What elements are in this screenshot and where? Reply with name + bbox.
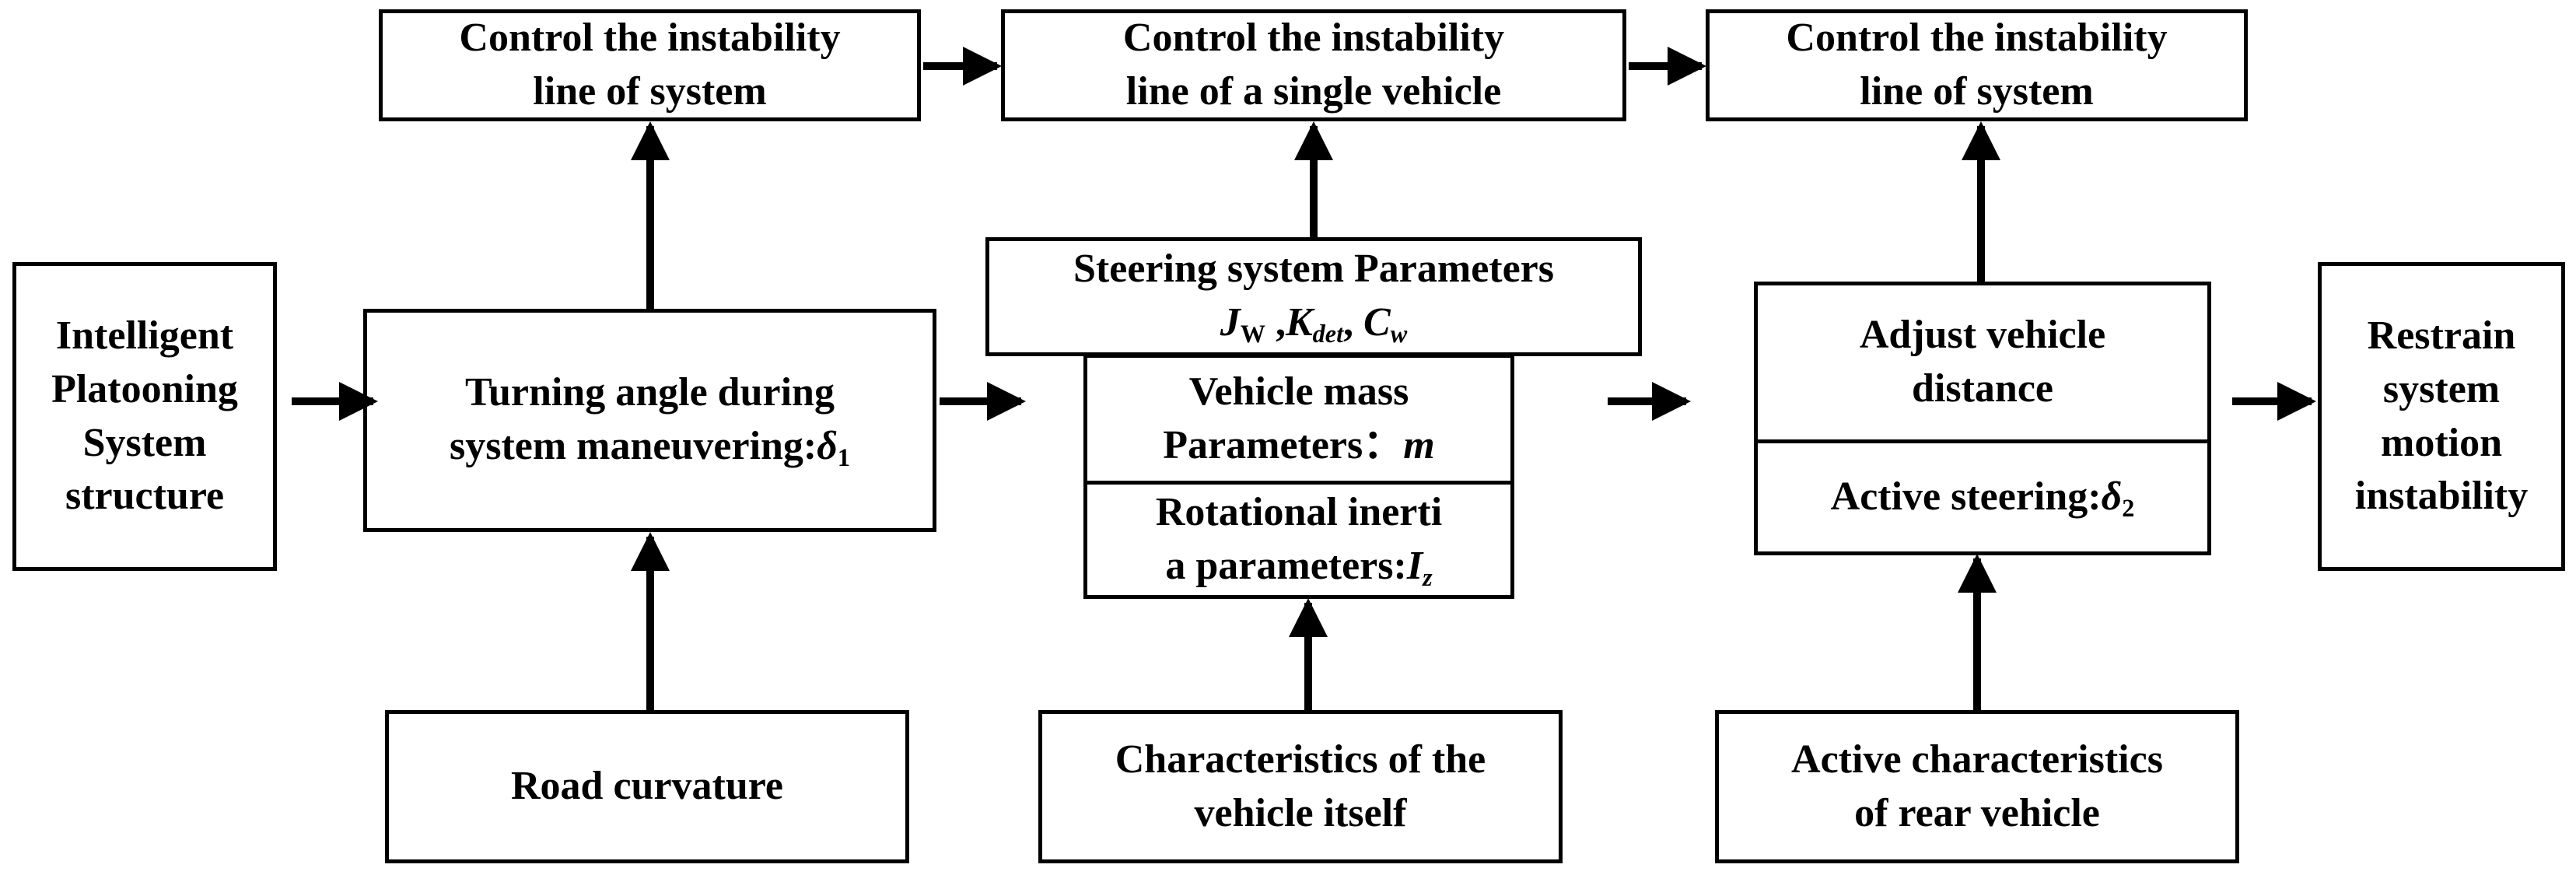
box-line: Vehicle mass — [1188, 369, 1409, 415]
box-line: Characteristics of the — [1115, 737, 1486, 782]
box-text: system maneuvering: — [449, 424, 817, 469]
math-symbol: m — [1403, 423, 1435, 467]
box-line: instability — [2354, 474, 2529, 519]
control-instability-system-left-box: Control the instability line of system — [379, 9, 921, 121]
box-line: of rear vehicle — [1854, 790, 2100, 835]
math-symbol: J — [1220, 300, 1241, 345]
subscript: z — [1423, 562, 1433, 591]
box-line: line of a single vehicle — [1125, 69, 1502, 114]
subscript: 1 — [837, 443, 851, 472]
box-text: Parameters： — [1163, 423, 1404, 467]
box-line: Active steering:δ2 — [1831, 471, 2135, 525]
box-line: Control the instability — [1122, 16, 1505, 61]
active-steering-section: Active steering:δ2 — [1758, 439, 2207, 551]
adjust-vehicle-box: Adjust vehicle distance Active steering:… — [1754, 282, 2211, 555]
box-line: Rotational inerti — [1155, 489, 1443, 534]
box-line: line of system — [533, 69, 767, 114]
restrain-instability-box: Restrain system motion instability — [2318, 262, 2565, 571]
delta-symbol: δ — [817, 424, 838, 469]
box-line: Restrain — [2367, 313, 2516, 359]
box-line: Control the instability — [459, 16, 841, 61]
subscript: 2 — [2122, 493, 2135, 522]
box-line: system — [2382, 366, 2501, 411]
rotational-inertia-section: Rotational inerti a parameters:Iz — [1087, 481, 1510, 595]
box-line: vehicle itself — [1194, 790, 1407, 835]
subscript: w — [1390, 320, 1408, 348]
box-text: Active steering: — [1830, 474, 2102, 519]
box-line: line of system — [1860, 69, 2094, 114]
math-symbol: C — [1363, 300, 1391, 345]
box-line: Adjust vehicle — [1859, 313, 2106, 358]
box-line: Turning angle during — [465, 370, 835, 415]
math-symbol: I — [1406, 543, 1423, 588]
vehicle-mass-section: Vehicle mass Parameters：m — [1087, 358, 1510, 481]
road-curvature-box: Road curvature — [385, 710, 909, 863]
box-line: JW ,Kdet, Cw — [1220, 296, 1408, 351]
steering-system-parameters-box: Steering system Parameters JW ,Kdet, Cw — [985, 237, 1642, 356]
math-symbol: K — [1285, 300, 1313, 345]
subscript: det — [1312, 320, 1344, 348]
separator: , — [1343, 300, 1354, 345]
intelligent-platooning-box: Intelligent Platooning System structure — [12, 262, 277, 571]
box-line: Intelligent — [55, 313, 234, 359]
box-line: a parameters:Iz — [1165, 540, 1432, 594]
box-line: system maneuvering:δ1 — [450, 420, 850, 474]
box-line: distance — [1912, 366, 2053, 411]
adjust-distance-section: Adjust vehicle distance — [1758, 285, 2207, 439]
active-rear-vehicle-box: Active characteristics of rear vehicle — [1715, 710, 2239, 863]
delta-symbol: δ — [2101, 474, 2123, 519]
separator: , — [1265, 300, 1286, 345]
turning-angle-box: Turning angle during system maneuvering:… — [363, 309, 936, 532]
box-line: structure — [65, 474, 225, 519]
box-line: Parameters：m — [1163, 419, 1434, 473]
characteristics-vehicle-box: Characteristics of the vehicle itself — [1038, 710, 1563, 863]
box-line: Steering system Parameters — [1073, 247, 1554, 292]
box-line: Platooning — [51, 366, 238, 411]
box-line: Active characteristics — [1791, 737, 2163, 782]
box-line: System — [82, 420, 207, 465]
box-line: motion — [2381, 420, 2502, 465]
box-text: a parameters: — [1165, 543, 1407, 588]
subscript: W — [1240, 320, 1265, 348]
control-instability-system-right-box: Control the instability line of system — [1706, 9, 2248, 121]
control-instability-single-vehicle-box: Control the instability line of a single… — [1001, 9, 1626, 121]
box-line: Control the instability — [1786, 16, 2168, 61]
vehicle-parameters-box: Vehicle mass Parameters：m Rotational ine… — [1083, 354, 1514, 599]
box-line: Road curvature — [510, 764, 783, 809]
